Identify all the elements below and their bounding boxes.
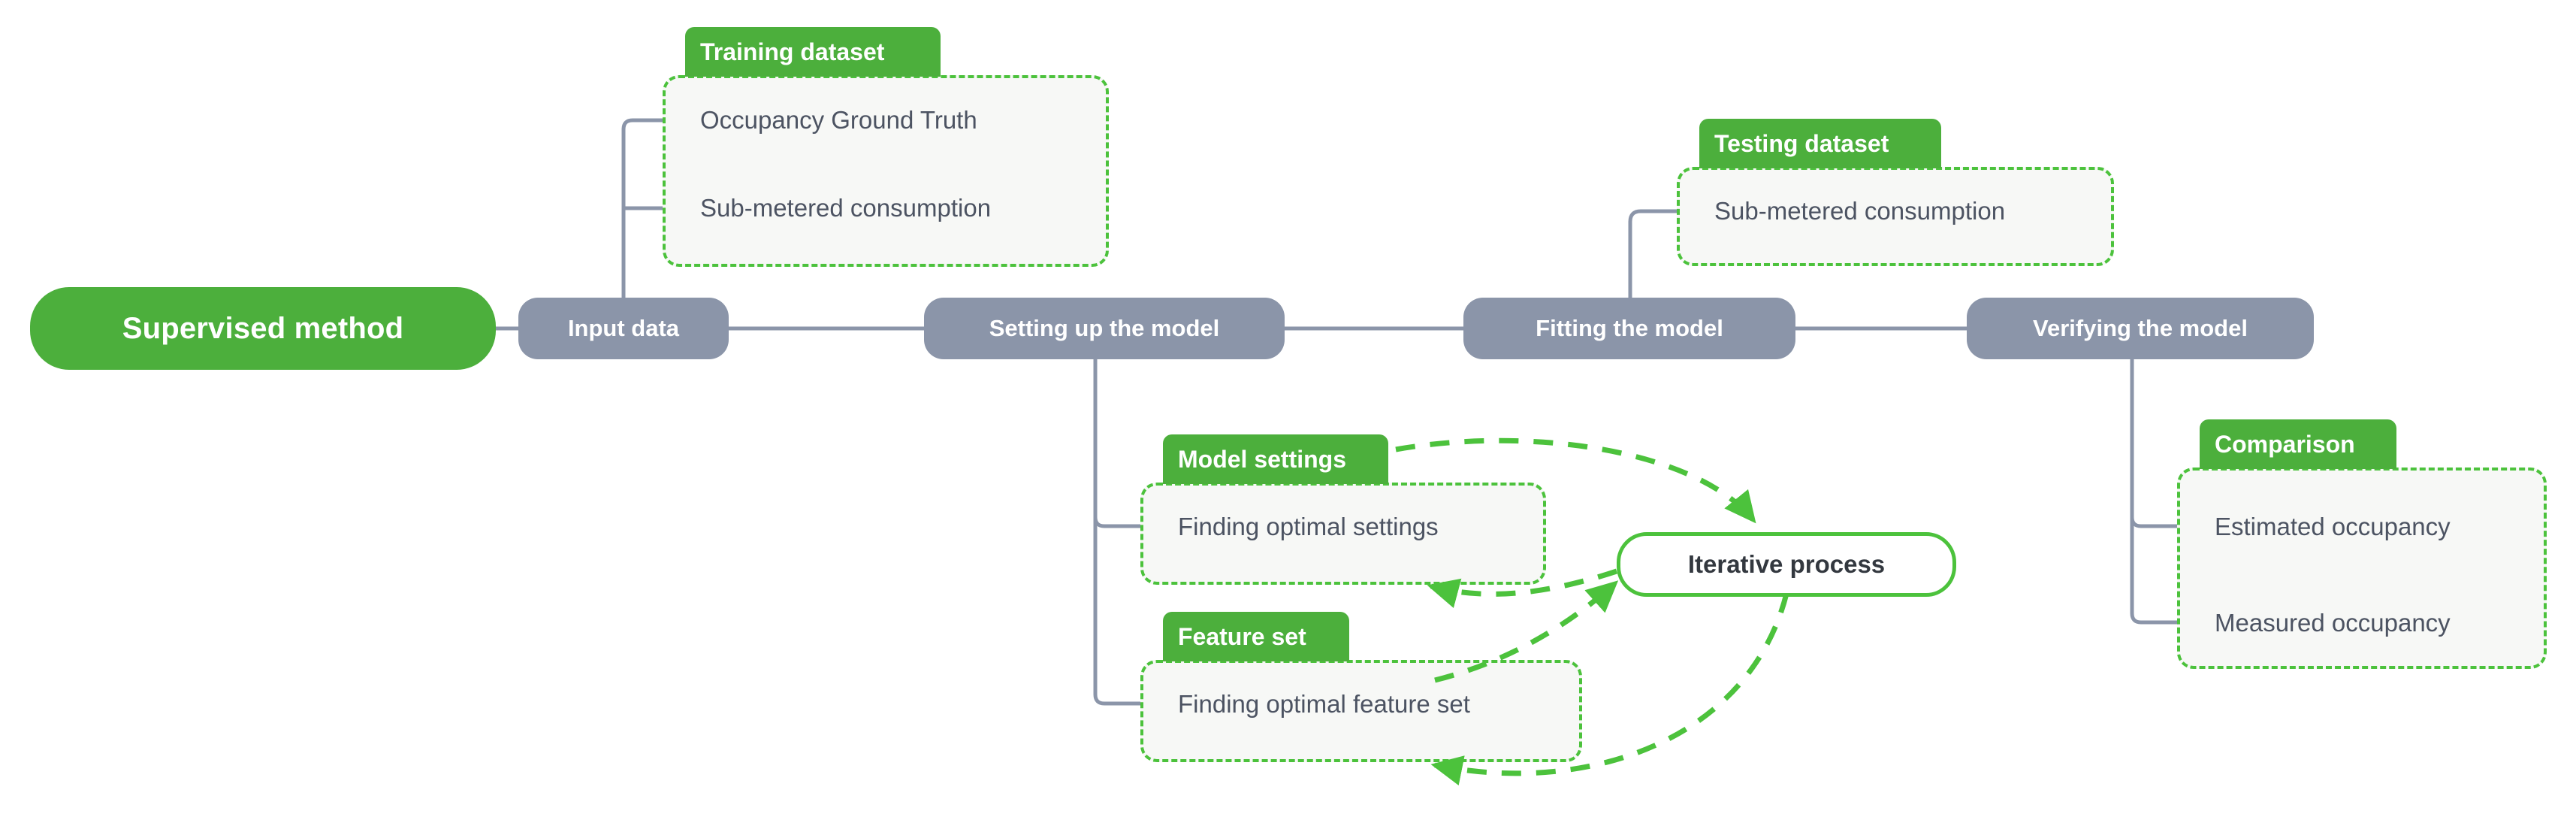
leaf-item-measured-occupancy[interactable]: Measured occupancy <box>2215 608 2451 638</box>
spine-node-label: Input data <box>567 315 680 341</box>
group-tab-label: Testing dataset <box>1714 129 1889 157</box>
spine-node-label: Setting up the model <box>989 315 1220 341</box>
root-node-label: Supervised method <box>122 311 404 345</box>
leaf-item-label: Sub-metered consumption <box>700 194 992 222</box>
leaf-item-label: Occupancy Ground Truth <box>700 106 977 134</box>
spine-node-label: Fitting the model <box>1536 315 1723 341</box>
group-tab-label: Training dataset <box>700 38 885 65</box>
leaf-item-occupancy-ground-truth[interactable]: Occupancy Ground Truth <box>700 105 977 135</box>
group-tab-label: Model settings <box>1178 445 1347 473</box>
spine-node-input-data[interactable]: Input data <box>518 298 729 359</box>
leaf-item-label: Estimated occupancy <box>2215 513 2451 540</box>
leaf-item-sub-metered-consumption-testing[interactable]: Sub-metered consumption <box>1714 196 2005 226</box>
group-panel-testing-dataset <box>1677 167 2114 266</box>
group-tab-feature-set[interactable]: Feature set <box>1163 612 1349 661</box>
leaf-item-label: Sub-metered consumption <box>1714 197 2006 225</box>
group-panel-comparison <box>2177 468 2547 669</box>
spine-node-fitting-model[interactable]: Fitting the model <box>1463 298 1795 359</box>
leaf-item-estimated-occupancy[interactable]: Estimated occupancy <box>2215 512 2451 542</box>
leaf-item-sub-metered-consumption-training[interactable]: Sub-metered consumption <box>700 193 991 223</box>
spine-node-setting-up-model[interactable]: Setting up the model <box>924 298 1285 359</box>
group-tab-label: Comparison <box>2215 430 2355 458</box>
root-node[interactable]: Supervised method <box>30 287 496 370</box>
group-tab-training-dataset[interactable]: Training dataset <box>685 27 941 77</box>
group-tab-testing-dataset[interactable]: Testing dataset <box>1699 119 1941 168</box>
spine-node-label: Verifying the model <box>2033 315 2248 341</box>
group-tab-label: Feature set <box>1178 622 1306 650</box>
leaf-item-label: Measured occupancy <box>2215 609 2451 637</box>
iterative-process-node[interactable]: Iterative process <box>1617 532 1956 597</box>
leaf-item-label: Finding optimal feature set <box>1178 690 1470 718</box>
leaf-item-finding-optimal-feature-set[interactable]: Finding optimal feature set <box>1178 689 1470 719</box>
spine-node-verifying-model[interactable]: Verifying the model <box>1967 298 2314 359</box>
group-tab-model-settings[interactable]: Model settings <box>1163 434 1388 484</box>
leaf-item-label: Finding optimal settings <box>1178 513 1439 540</box>
leaf-item-finding-optimal-settings[interactable]: Finding optimal settings <box>1178 512 1439 542</box>
group-tab-comparison[interactable]: Comparison <box>2200 419 2396 469</box>
iterative-process-label: Iterative process <box>1687 550 1886 578</box>
group-panel-training-dataset <box>663 75 1109 267</box>
